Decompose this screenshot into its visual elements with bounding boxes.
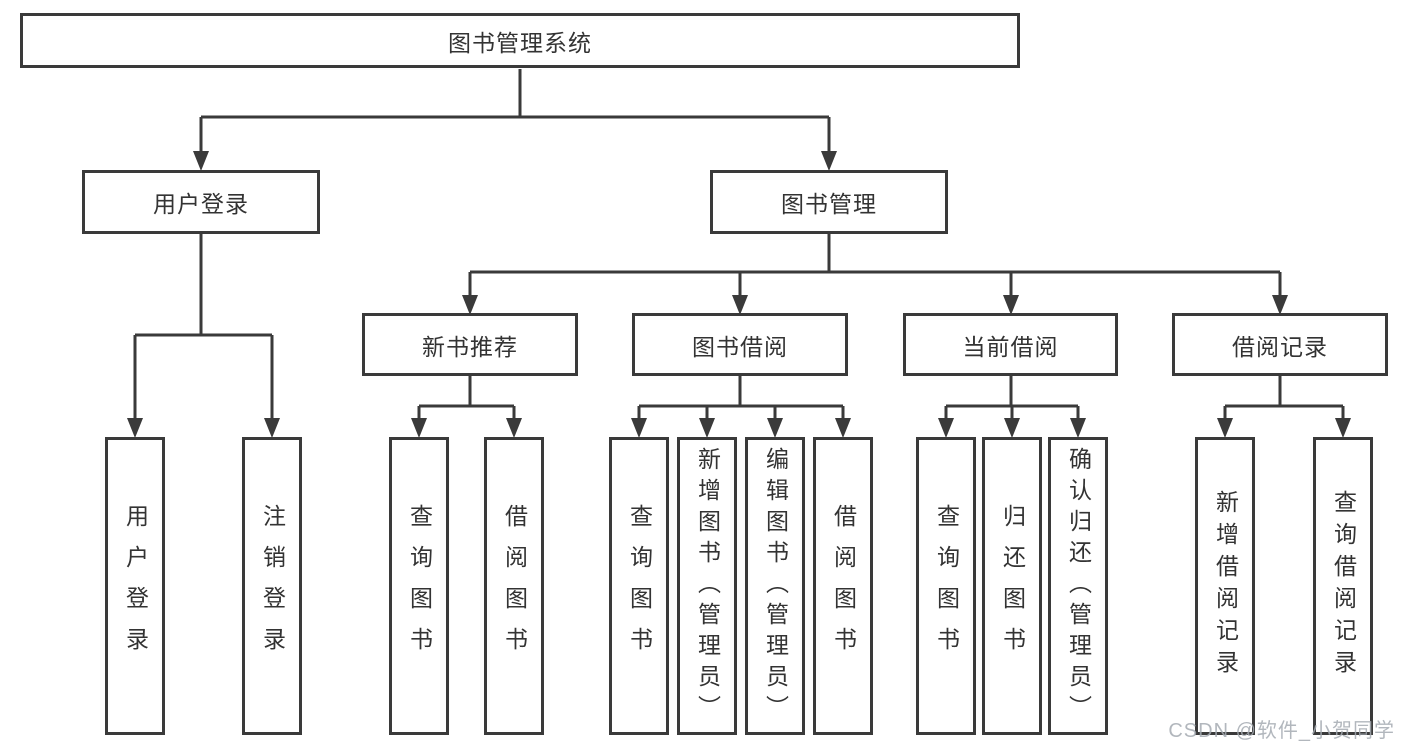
leaf-label: 借阅图书 bbox=[830, 504, 857, 668]
node-new-book-recommend: 新书推荐 bbox=[362, 313, 578, 376]
leaf-label: 借阅图书 bbox=[501, 504, 528, 668]
leaf-label: 查询图书 bbox=[406, 504, 433, 668]
csdn-watermark: CSDN @软件_小贺同学 bbox=[1168, 720, 1395, 742]
node-book-management: 图书管理 bbox=[710, 170, 948, 234]
node-label: 当前借阅 bbox=[962, 333, 1059, 360]
leaf-borrow-books-recommend: 借阅图书 bbox=[484, 437, 544, 735]
leaf-add-borrow-record: 新增借阅记录 bbox=[1195, 437, 1255, 735]
node-current-borrowing: 当前借阅 bbox=[903, 313, 1118, 376]
node-label: 图书管理 bbox=[781, 191, 877, 217]
node-book-borrowing: 图书借阅 bbox=[632, 313, 848, 376]
leaf-label: 注销登录 bbox=[259, 504, 286, 668]
node-borrowing-records: 借阅记录 bbox=[1172, 313, 1388, 376]
node-user-login: 用户登录 bbox=[82, 170, 320, 234]
leaf-label: 确认归还（管理员） bbox=[1065, 446, 1092, 726]
node-label: 借阅记录 bbox=[1232, 333, 1328, 360]
leaf-edit-books-admin: 编辑图书（管理员） bbox=[745, 437, 805, 735]
node-label: 图书管理系统 bbox=[448, 29, 592, 56]
leaf-query-books-current: 查询图书 bbox=[916, 437, 976, 735]
leaf-logout: 注销登录 bbox=[242, 437, 302, 735]
leaf-label: 查询图书 bbox=[933, 504, 960, 668]
leaf-add-books-admin: 新增图书（管理员） bbox=[677, 437, 737, 735]
leaf-label: 用户登录 bbox=[122, 504, 149, 668]
arrowheads bbox=[127, 151, 1351, 438]
node-label: 新书推荐 bbox=[422, 333, 518, 360]
leaf-label: 查询图书 bbox=[626, 504, 653, 668]
leaf-query-books-borrowing: 查询图书 bbox=[609, 437, 669, 735]
leaf-label: 新增借阅记录 bbox=[1212, 490, 1239, 682]
leaf-label: 查询借阅记录 bbox=[1330, 490, 1357, 682]
node-library-management-system: 图书管理系统 bbox=[20, 13, 1020, 68]
tree-edges bbox=[133, 69, 1345, 419]
node-label: 图书借阅 bbox=[692, 333, 788, 360]
leaf-borrow-books: 借阅图书 bbox=[813, 437, 873, 735]
leaf-confirm-return-admin: 确认归还（管理员） bbox=[1048, 437, 1108, 735]
leaf-label: 编辑图书（管理员） bbox=[762, 446, 789, 726]
leaf-query-borrow-record: 查询借阅记录 bbox=[1313, 437, 1373, 735]
leaf-user-login: 用户登录 bbox=[105, 437, 165, 735]
leaf-label: 新增图书（管理员） bbox=[694, 446, 721, 726]
leaf-query-books-recommend: 查询图书 bbox=[389, 437, 449, 735]
leaf-label: 归还图书 bbox=[999, 504, 1026, 668]
node-label: 用户登录 bbox=[153, 191, 249, 217]
leaf-return-books: 归还图书 bbox=[982, 437, 1042, 735]
